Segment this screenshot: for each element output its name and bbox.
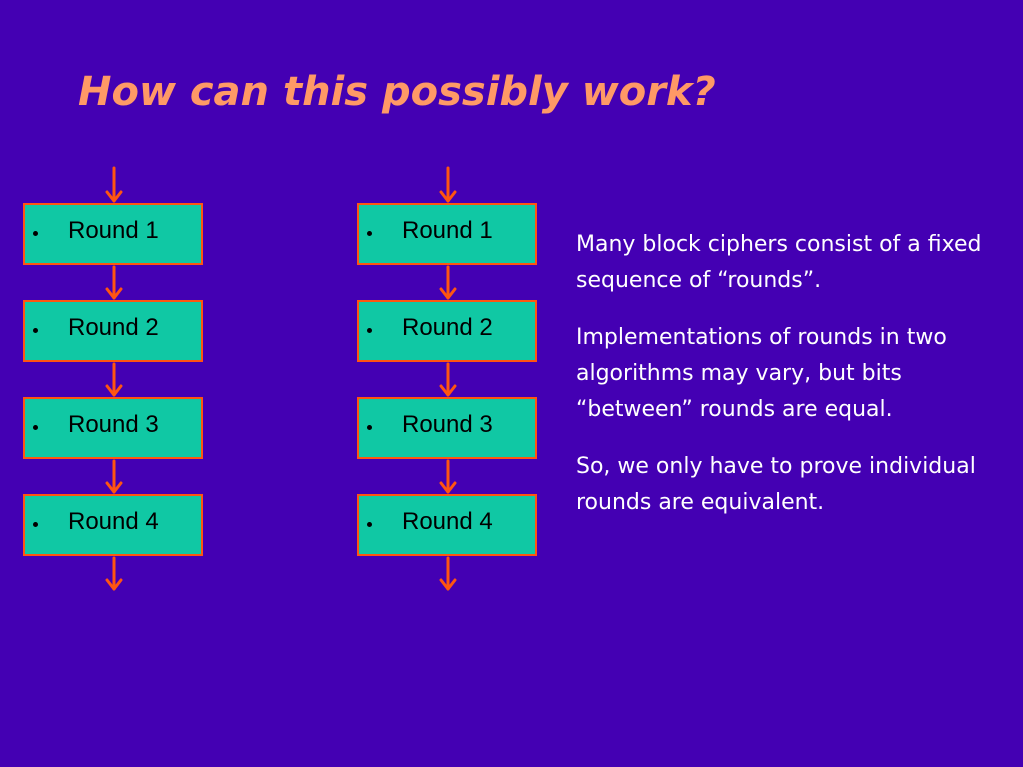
slide-title: How can this possibly work? — [78, 69, 716, 115]
explanation-text: Many block ciphers consist of a fixed se… — [576, 227, 1016, 542]
round-box-col1-3: Round 3 — [23, 397, 203, 459]
round-box-col1-1: Round 1 — [23, 203, 203, 265]
round-label: Round 4 — [402, 508, 493, 535]
arrow-col2-in — [439, 166, 457, 203]
round-box-col1-4: Round 4 — [23, 494, 203, 556]
arrow-col2-r3-r4 — [439, 459, 457, 494]
bullet-icon — [33, 522, 38, 527]
bullet-icon — [367, 522, 372, 527]
bullet-icon — [33, 425, 38, 430]
round-label: Round 4 — [68, 508, 159, 535]
round-box-col2-1: Round 1 — [357, 203, 537, 265]
round-label: Round 1 — [68, 217, 159, 244]
round-label: Round 2 — [68, 314, 159, 341]
note-paragraph-2: Implementations of rounds in two algorit… — [576, 325, 947, 422]
arrow-col2-r2-r3 — [439, 362, 457, 397]
bullet-icon — [367, 425, 372, 430]
round-box-col2-2: Round 2 — [357, 300, 537, 362]
arrow-col2-r1-r2 — [439, 265, 457, 300]
arrow-col1-in — [105, 166, 123, 203]
arrow-col1-r1-r2 — [105, 265, 123, 300]
round-label: Round 1 — [402, 217, 493, 244]
arrow-col2-out — [439, 556, 457, 591]
round-box-col2-4: Round 4 — [357, 494, 537, 556]
bullet-icon — [367, 231, 372, 236]
round-label: Round 2 — [402, 314, 493, 341]
bullet-icon — [367, 328, 372, 333]
bullet-icon — [33, 328, 38, 333]
arrow-col1-r2-r3 — [105, 362, 123, 397]
round-label: Round 3 — [68, 411, 159, 438]
note-paragraph-3: So, we only have to prove individual rou… — [576, 454, 976, 515]
round-label: Round 3 — [402, 411, 493, 438]
arrow-col1-out — [105, 556, 123, 591]
note-paragraph-1: Many block ciphers consist of a fixed se… — [576, 232, 982, 293]
arrow-col1-r3-r4 — [105, 459, 123, 494]
round-box-col1-2: Round 2 — [23, 300, 203, 362]
bullet-icon — [33, 231, 38, 236]
round-box-col2-3: Round 3 — [357, 397, 537, 459]
